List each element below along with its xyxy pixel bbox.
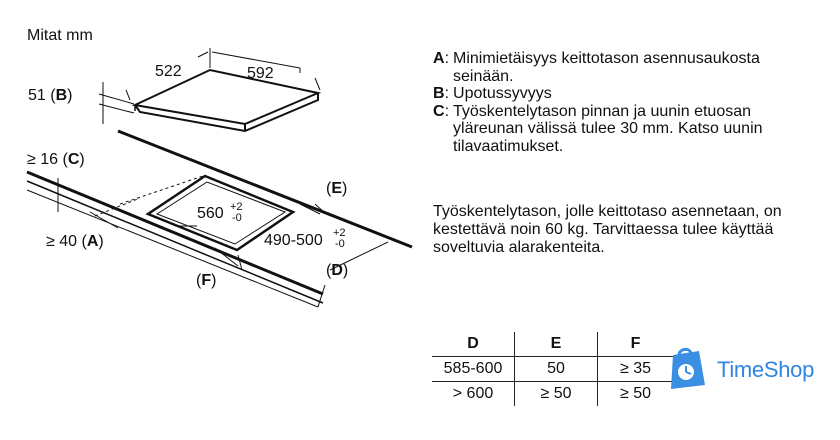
note-b-key: B (433, 85, 445, 102)
table-cell: > 600 (432, 381, 515, 406)
table-cell: ≥ 50 (619, 385, 652, 402)
note-c-text: Työskentelytason pinnan ja uunin etuosan… (453, 102, 763, 155)
table-row: > 600 ≥ 50 ≥ 50 (432, 381, 673, 406)
note-c: C: Työskentelytason pinnan ja uunin etuo… (433, 103, 823, 156)
dim-cutout-depth-tol-plus: +2 (333, 227, 346, 239)
diagram-title: Mitat mm (27, 27, 93, 44)
note-b-text: Upotussyvyys (453, 85, 552, 102)
hob-dimension-lines (98, 48, 321, 124)
dim-thickness-label: 51 (B) (28, 87, 72, 104)
legend-notes: A: Minimietäisyys keittotason asennusauk… (433, 50, 823, 155)
installation-diagram: Mitat mm 522 592 51 (B) (26, 27, 413, 308)
worktop-dimension-lines (57, 174, 389, 308)
note-a-key: A (433, 50, 445, 67)
table-cell: 585-600 (432, 356, 515, 382)
brand-name: TimeShop (717, 357, 815, 382)
dim-cutout-width: 560 (197, 205, 224, 222)
note-a-text: Minimietäisyys keittotason asennusaukost… (453, 50, 760, 85)
dim-cutout-width-tol-plus: +2 (230, 201, 243, 213)
note-c-key: C (433, 102, 445, 120)
dim-hob-width: 592 (247, 65, 274, 82)
table-cell: ≥ 35 (597, 356, 673, 382)
table-row: 585-600 50 ≥ 35 (432, 356, 673, 382)
table-cell: 50 (514, 356, 598, 382)
dim-hob-depth: 522 (155, 63, 182, 80)
label-f: (F) (196, 272, 216, 289)
worktop-load-note: Työskentelytason, jolle keittotaso asenn… (433, 203, 782, 256)
dimension-table: D E F 585-600 50 ≥ 35 > 600 ≥ 50 ≥ 50 (432, 332, 673, 406)
label-d: (D) (326, 262, 348, 279)
dim-cutout-depth: 490-500 (264, 232, 323, 249)
worktop-drawing (26, 129, 413, 308)
table-header-row: D E F (432, 332, 673, 357)
dim-cutout-depth-tol-minus: -0 (335, 238, 345, 250)
table-header-d: D (432, 332, 515, 357)
dim-min-front-label: ≥ 16 (C) (27, 151, 85, 168)
dim-cutout-width-tol-minus: -0 (232, 212, 242, 224)
brand-logo: TimeShop (663, 347, 814, 393)
hob-drawing (131, 68, 322, 133)
shopping-bag-clock-icon (671, 347, 705, 389)
note-a: A: Minimietäisyys keittotason asennusauk… (433, 50, 823, 85)
table-header-e: E (514, 332, 598, 357)
note-b: B: Upotussyvyys (433, 85, 823, 103)
table-cell: ≥ 50 (514, 381, 598, 406)
table-header-f: F (597, 332, 673, 357)
dim-min-wall-label: ≥ 40 (A) (46, 233, 104, 250)
cutout-drawing (145, 174, 296, 252)
label-e: (E) (326, 180, 347, 197)
